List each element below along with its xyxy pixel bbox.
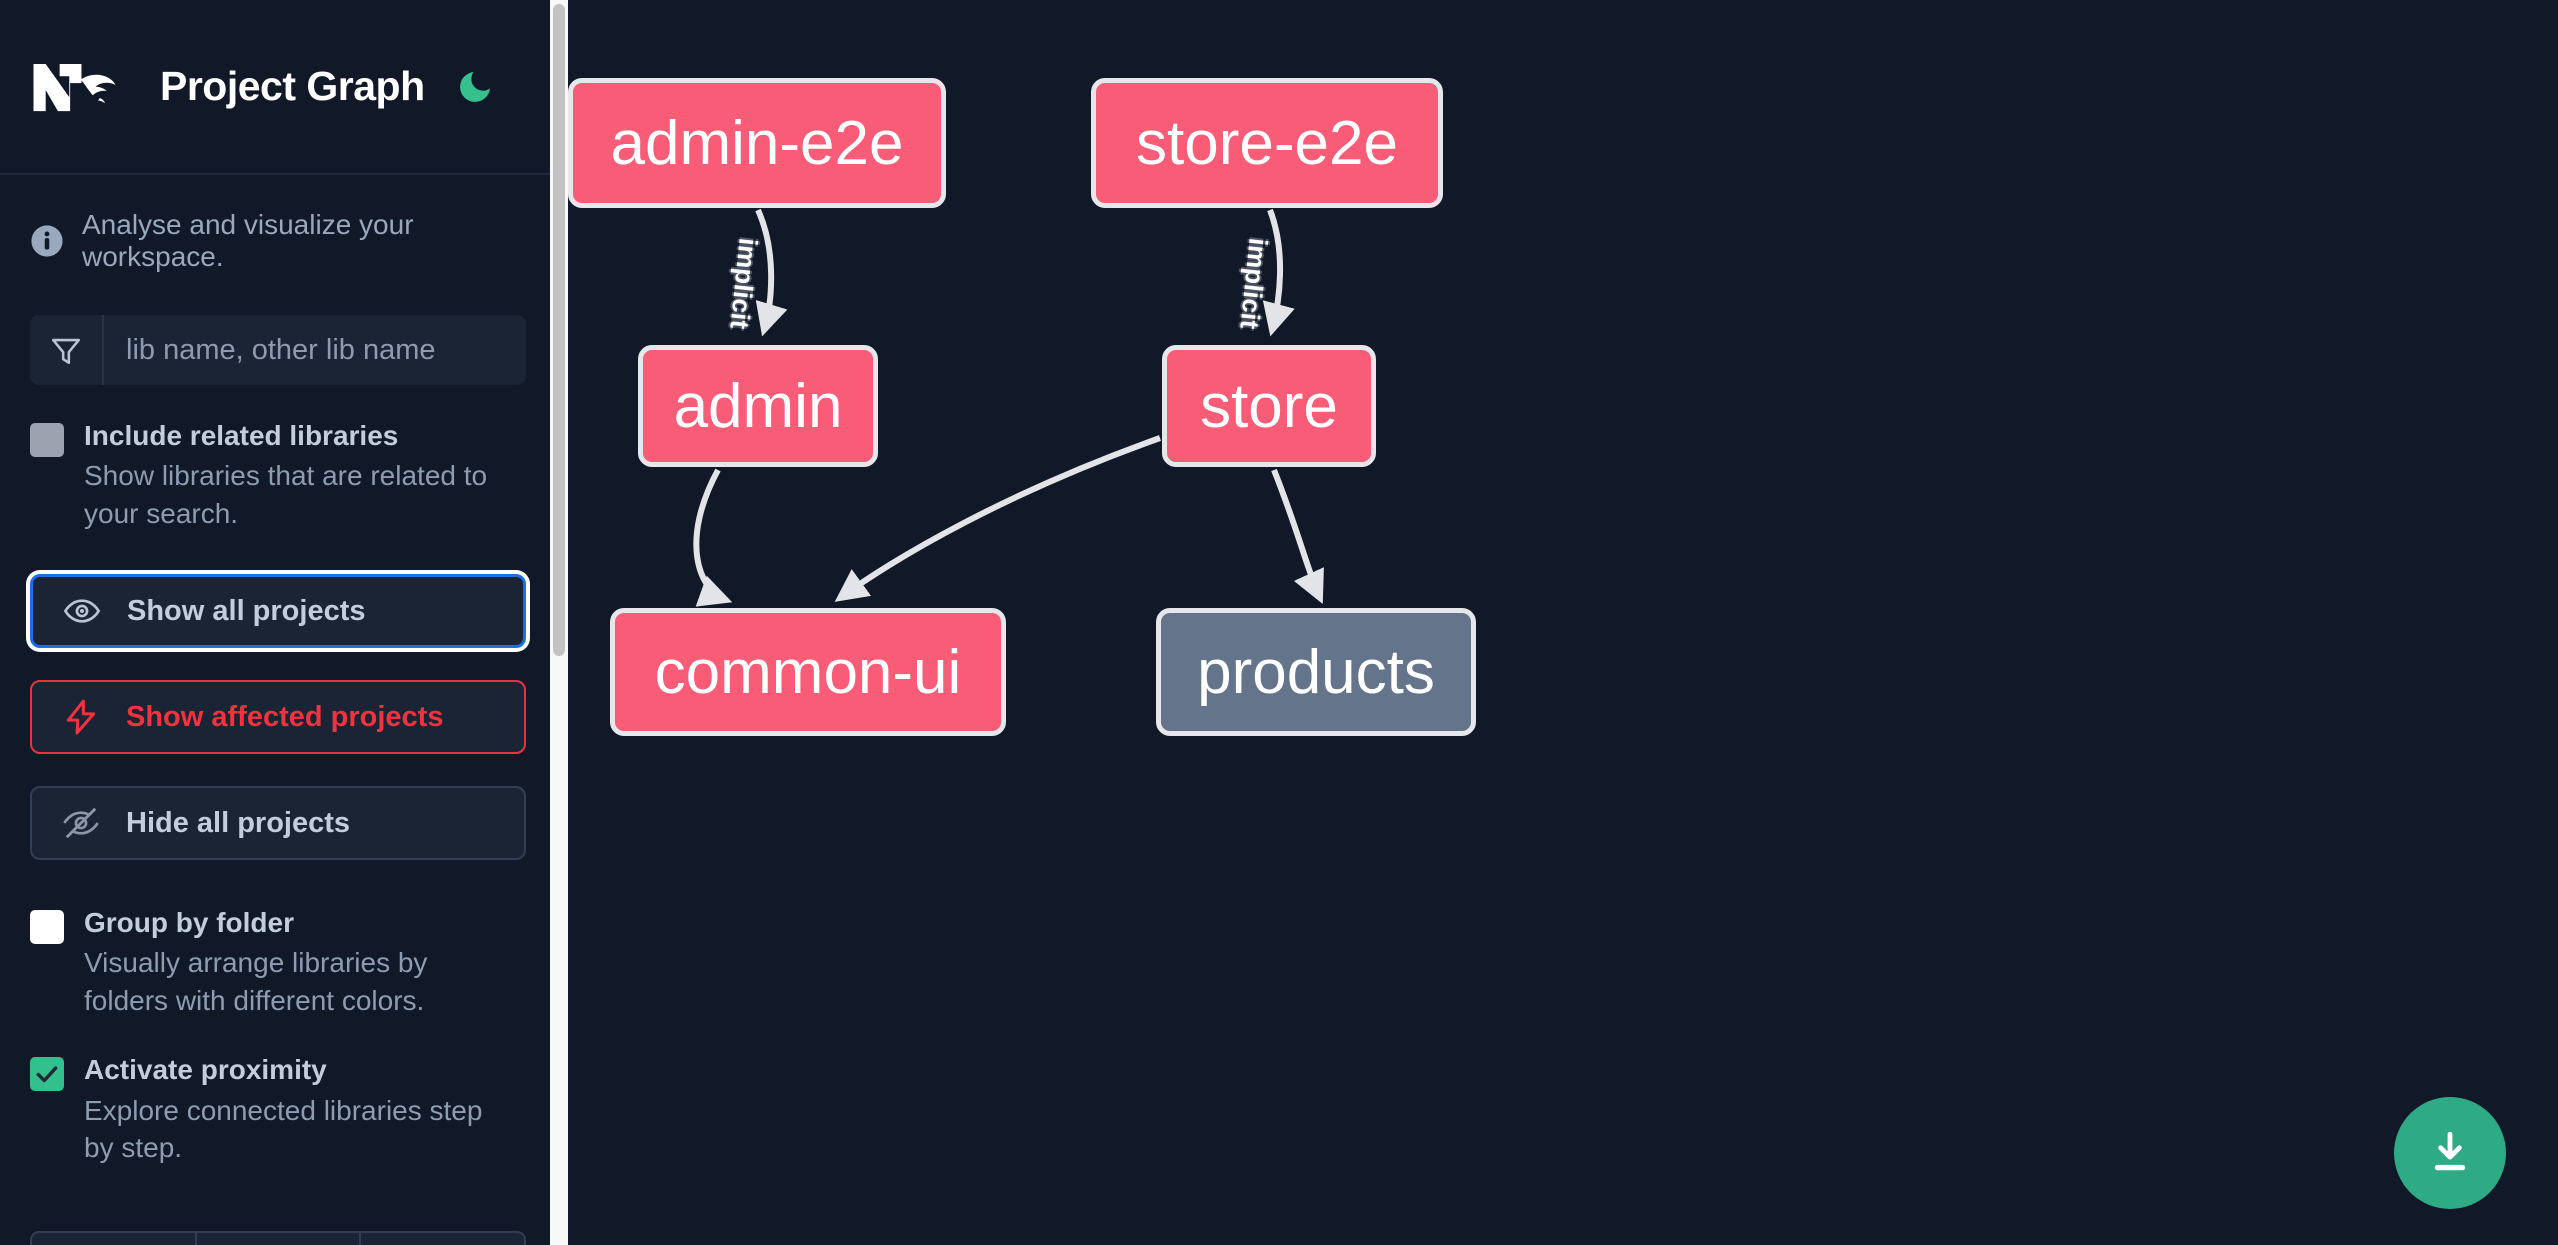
search-input[interactable]: [104, 315, 526, 385]
workspace-info-text: Analyse and visualize your workspace.: [82, 209, 414, 272]
edge-store-to-common-ui: [834, 435, 1162, 602]
sidebar-scrollbar[interactable]: [550, 0, 568, 1245]
eye-icon: [63, 599, 101, 623]
sidebar-header: Project Graph: [0, 0, 556, 175]
show-all-projects-label: Show all projects: [127, 594, 366, 627]
graph-node-admin-e2e[interactable]: admin-e2e: [568, 78, 946, 208]
show-affected-projects-label: Show affected projects: [126, 700, 444, 733]
app-title: Project Graph: [160, 63, 425, 109]
graph-node-common-ui[interactable]: common-ui: [610, 608, 1006, 736]
graph-edges: [693, 208, 1324, 607]
download-icon: [2434, 1131, 2466, 1171]
hide-all-projects-label: Hide all projects: [126, 806, 351, 839]
eye-off-icon: [63, 807, 99, 839]
graph-node-label: common-ui: [654, 637, 962, 707]
proximity-segment-2[interactable]: [197, 1233, 362, 1245]
group-by-folder-label: Group by folder: [84, 907, 294, 939]
graph-node-store[interactable]: store: [1162, 345, 1376, 467]
filter-input-wrapper[interactable]: [30, 315, 526, 385]
lightning-icon: [66, 699, 96, 735]
activate-proximity-option[interactable]: Activate proximity Explore connected lib…: [0, 1053, 556, 1166]
show-all-projects-button[interactable]: Show all projects: [30, 574, 526, 649]
include-related-checkbox[interactable]: [30, 423, 64, 457]
activate-proximity-checkbox[interactable]: [30, 1057, 64, 1092]
group-by-folder-description: Visually arrange libraries by folders wi…: [84, 947, 428, 1016]
filter-funnel-icon: [30, 315, 104, 385]
graph-node-label: admin-e2e: [610, 108, 904, 178]
include-related-label: Include related libraries: [84, 420, 399, 451]
graph-node-store-e2e[interactable]: store-e2e: [1091, 78, 1443, 208]
proximity-segment-1[interactable]: [32, 1233, 197, 1245]
activate-proximity-label: Activate proximity: [84, 1054, 327, 1086]
edge-store-e2e-to-store: [1262, 208, 1295, 337]
graph-node-label: admin: [673, 371, 843, 441]
info-circle-icon: [30, 224, 64, 258]
moon-icon[interactable]: [455, 67, 495, 107]
edge-admin-e2e-to-admin: [755, 208, 788, 337]
include-related-description: Show libraries that are related to your …: [84, 460, 488, 529]
group-by-folder-checkbox[interactable]: [30, 910, 64, 945]
show-affected-projects-button[interactable]: Show affected projects: [30, 680, 526, 755]
proximity-segment-3[interactable]: [361, 1233, 524, 1245]
project-graph-canvas[interactable]: admin-e2e store-e2e admin store common-u…: [568, 0, 2558, 1245]
hide-all-projects-button[interactable]: Hide all projects: [30, 786, 526, 861]
edge-store-to-products: [1271, 468, 1324, 604]
include-related-libraries-option[interactable]: Include related libraries Show libraries…: [0, 419, 556, 532]
graph-node-products[interactable]: products: [1156, 608, 1476, 736]
edge-admin-to-common-ui: [693, 468, 733, 607]
projects-button-group: Show all projects Show affected projects…: [0, 574, 556, 861]
graph-node-label: store: [1200, 371, 1338, 441]
group-by-folder-option[interactable]: Group by folder Visually arrange librari…: [0, 906, 556, 1019]
proximity-segmented-control[interactable]: [30, 1231, 526, 1245]
graph-node-admin[interactable]: admin: [638, 345, 878, 467]
sidebar: Project Graph Analyse and visualize your…: [0, 0, 556, 1245]
nx-logo-icon: [30, 57, 126, 117]
download-button[interactable]: [2394, 1097, 2506, 1209]
graph-node-label: products: [1197, 637, 1435, 707]
graph-node-label: store-e2e: [1136, 108, 1398, 178]
activate-proximity-description: Explore connected libraries step by step…: [84, 1094, 483, 1164]
workspace-info-row: Analyse and visualize your workspace.: [0, 175, 556, 273]
sidebar-scrollbar-thumb[interactable]: [553, 4, 565, 656]
